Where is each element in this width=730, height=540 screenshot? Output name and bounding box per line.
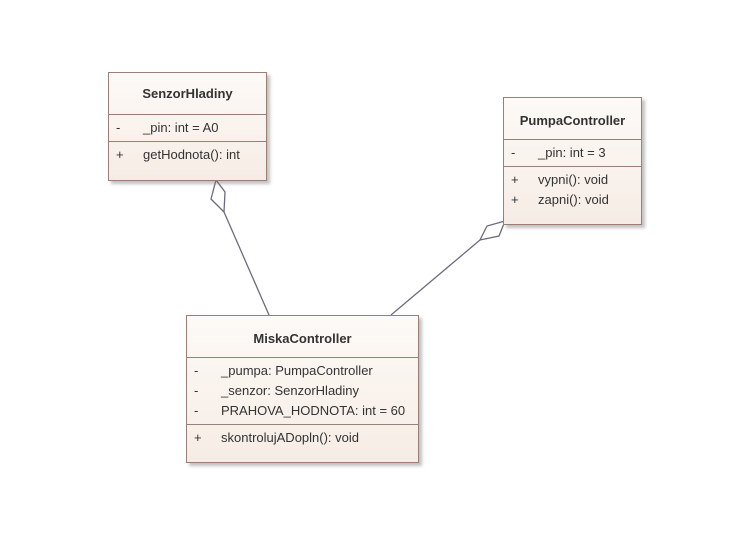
attribute-text: _pumpa: PumpaController [221, 363, 373, 378]
attribute-text: PRAHOVA_HODNOTA: int = 60 [221, 403, 406, 418]
class-pumpa-controller[interactable]: PumpaController - _pin: int = 3 + vypni(… [503, 97, 642, 225]
attribute-row[interactable]: - _pin: int = 3 [504, 143, 641, 163]
aggregation-line-pumpa[interactable] [390, 239, 481, 316]
attribute-row[interactable]: - _pin: int = A0 [109, 118, 266, 138]
aggregation-line-senzor[interactable] [223, 211, 270, 316]
operation-text: getHodnota(): int [143, 147, 240, 162]
visibility-marker: - [511, 145, 516, 160]
attribute-text: _senzor: SenzorHladiny [221, 383, 360, 398]
visibility-marker: + [194, 430, 202, 445]
attributes-section: - _pumpa: PumpaController - _senzor: Sen… [187, 358, 418, 425]
attribute-row[interactable]: - PRAHOVA_HODNOTA: int = 60 [187, 401, 418, 421]
attributes-section: - _pin: int = A0 [109, 115, 266, 142]
visibility-marker: - [194, 383, 199, 398]
attribute-text: _pin: int = A0 [143, 120, 219, 135]
aggregation-diamond-pumpa [478, 220, 507, 241]
class-senzor-hladiny[interactable]: SenzorHladiny - _pin: int = A0 + getHodn… [108, 72, 267, 181]
attribute-row[interactable]: - _senzor: SenzorHladiny [187, 381, 418, 401]
aggregation-diamond-senzor [210, 178, 226, 214]
operation-row[interactable]: + vypni(): void [504, 170, 641, 190]
operations-section: + vypni(): void + zapni(): void [504, 167, 641, 213]
operation-row[interactable]: + zapni(): void [504, 190, 641, 210]
class-name: MiskaController [187, 316, 418, 358]
operation-row[interactable]: + skontrolujADopln(): void [187, 428, 418, 448]
visibility-marker: + [116, 147, 124, 162]
visibility-marker: - [194, 363, 199, 378]
class-name: PumpaController [504, 98, 641, 140]
operation-text: vypni(): void [538, 172, 609, 187]
visibility-marker: - [116, 120, 121, 135]
class-name: SenzorHladiny [109, 73, 266, 115]
operation-text: zapni(): void [538, 192, 609, 207]
attribute-text: _pin: int = 3 [538, 145, 606, 160]
attributes-section: - _pin: int = 3 [504, 140, 641, 167]
visibility-marker: + [511, 192, 519, 207]
operations-section: + skontrolujADopln(): void [187, 425, 418, 451]
class-miska-controller[interactable]: MiskaController - _pumpa: PumpaControlle… [186, 315, 419, 463]
visibility-marker: - [194, 403, 199, 418]
visibility-marker: + [511, 172, 519, 187]
operations-section: + getHodnota(): int [109, 142, 266, 168]
operation-text: skontrolujADopln(): void [221, 430, 360, 445]
attribute-row[interactable]: - _pumpa: PumpaController [187, 361, 418, 381]
operation-row[interactable]: + getHodnota(): int [109, 145, 266, 165]
